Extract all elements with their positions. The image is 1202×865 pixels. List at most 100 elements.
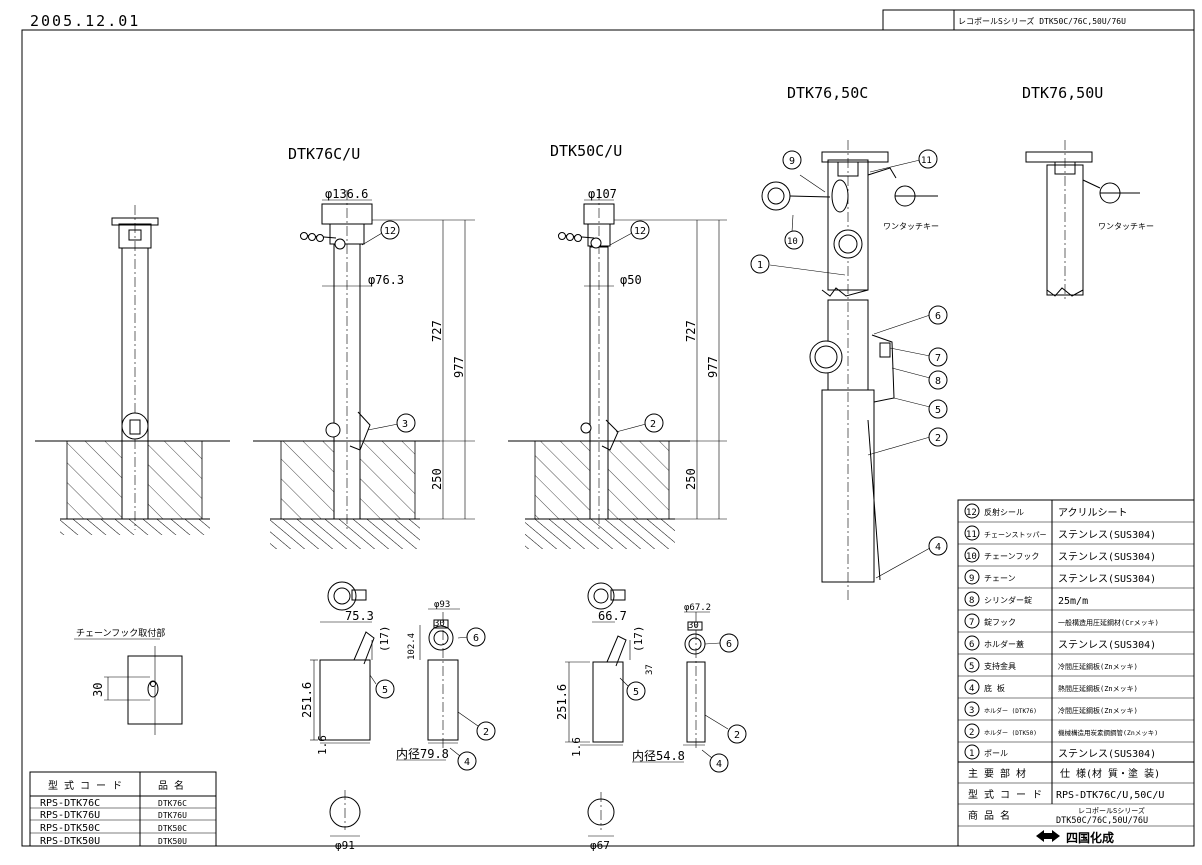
callout-2-b: 2 <box>650 419 656 430</box>
part-name: ポール <box>984 749 1008 758</box>
chain-hook-label: チェーンフック取付部 <box>76 627 165 639</box>
part-spec: 冷間圧延鋼板(Znメッキ) <box>1058 662 1138 671</box>
callout-2-b2: 2 <box>734 730 740 741</box>
dim-1-6-b: 1.6 <box>570 737 583 757</box>
part-name: チェーンストッパー <box>984 531 1047 539</box>
part-no: 7 <box>969 618 974 628</box>
dim-727-a: 727 <box>430 320 444 342</box>
model-code-table: 型 式 コ ー ド 品 名 RPS-DTK76C DTK76C RPS-DTK7… <box>29 771 217 847</box>
dim-977-a: 977 <box>452 356 466 378</box>
part-no: 6 <box>969 640 974 650</box>
part-no: 5 <box>969 662 974 672</box>
callout-7: 7 <box>935 353 941 364</box>
dim-727-b: 727 <box>684 320 698 342</box>
model-row-name: DTK76C <box>158 799 187 808</box>
callout-8: 8 <box>935 376 941 387</box>
view-stored-bollard <box>35 205 230 535</box>
part-no: 1 <box>969 749 974 759</box>
drawing-date: 2005.12.01 <box>30 12 140 30</box>
part-spec: アクリルシート <box>1058 507 1128 519</box>
part-name: 底 板 <box>984 683 1005 693</box>
view-dtk7650c-detail: ワンタッチキー 9 10 11 1 6 7 8 5 2 4 <box>750 140 948 600</box>
part-name: シリンダー錠 <box>984 595 1032 605</box>
dim-66-7: 66.7 <box>598 609 627 623</box>
dim-phi-50: φ50 <box>620 273 642 287</box>
dim-30-a: 30 <box>434 619 445 629</box>
part-no: 3 <box>969 706 974 716</box>
part-spec: ステンレス(SUS304) <box>1058 530 1156 541</box>
dim-102-4: 102.4 <box>407 633 417 660</box>
product-name-line2: DTK50C/76C,50U/76U <box>1056 816 1148 826</box>
part-spec: 冷間圧延鋼板(Znメッキ) <box>1058 706 1138 715</box>
part-spec: 一般構造用圧延鋼材(Crメッキ) <box>1058 618 1159 627</box>
callout-4-b: 4 <box>716 759 722 770</box>
callout-5-b: 5 <box>633 687 639 698</box>
part-no: 9 <box>969 574 974 584</box>
dim-250-b: 250 <box>684 468 698 490</box>
company-logo-icon <box>1036 830 1060 842</box>
holder-detail-dtk76: 75.3 (17) 5 251.6 1.6 φ93 30 102.4 6 2 内… <box>300 581 496 852</box>
spec-label: 仕 様(材 質・塗 装) <box>1060 767 1160 780</box>
model-row-name: DTK76U <box>158 811 187 820</box>
view-title-dtk7650u: DTK76,50U <box>1022 84 1103 102</box>
callout-4: 4 <box>935 542 941 553</box>
dim-phi-67: φ67 <box>590 839 610 852</box>
company-name: 四国化成 <box>1066 830 1114 845</box>
callout-5-a: 5 <box>382 685 388 696</box>
part-no: 8 <box>969 596 974 606</box>
part-name: 錠フック <box>984 617 1016 627</box>
dim-977-b: 977 <box>706 356 720 378</box>
dim-75-3: 75.3 <box>345 609 374 623</box>
dim-37: 37 <box>645 664 655 675</box>
model-row-code: RPS-DTK76U <box>40 810 100 821</box>
part-name: ホルダー (DTK50) <box>984 729 1037 737</box>
model-header-name: 品 名 <box>158 779 184 792</box>
callout-10: 10 <box>787 237 798 247</box>
dim-phi-91: φ91 <box>335 839 355 852</box>
dim-inner-54-8: 内径54.8 <box>632 749 685 763</box>
product-name-line1: レコポールSシリーズ <box>1078 806 1145 815</box>
view-dtk76cu: φ136.6 φ76.3 727 977 250 12 3 <box>253 187 475 549</box>
model-row-code: RPS-DTK76C <box>40 798 100 809</box>
dim-17-a: (17) <box>378 626 391 653</box>
part-name: チェーンフック <box>984 552 1039 561</box>
part-name: ホルダー (DTK76) <box>984 707 1037 715</box>
dim-251-6-b: 251.6 <box>555 684 569 720</box>
part-no: 11 <box>966 530 977 540</box>
callout-6: 6 <box>935 311 941 322</box>
view-dtk50cu: φ107 φ50 727 977 250 12 2 <box>508 187 727 549</box>
dim-phi-93: φ93 <box>434 600 450 610</box>
callout-4-a: 4 <box>464 757 470 768</box>
part-spec: 熱間圧延鋼板(Znメッキ) <box>1058 684 1138 693</box>
model-row-name: DTK50U <box>158 837 187 846</box>
callout-3: 3 <box>402 419 408 430</box>
part-no: 4 <box>969 684 974 694</box>
chain-hook-section: チェーンフック取付部 30 <box>74 627 183 735</box>
title-block: レコポールSシリーズ DTK50C/76C,50U/76U <box>958 16 1126 26</box>
model-row-code: RPS-DTK50U <box>40 836 100 847</box>
part-no: 2 <box>969 728 974 738</box>
callout-2-a: 2 <box>483 727 489 738</box>
model-row-name: DTK50C <box>158 824 187 833</box>
callout-2: 2 <box>935 433 941 444</box>
callout-11: 11 <box>921 156 932 166</box>
parts-table: 12 反射シール アクリルシート 11 チェーンストッパー ステンレス(SUS3… <box>957 499 1195 847</box>
callout-12-a: 12 <box>384 226 396 237</box>
part-name: ホルダー蓋 <box>984 639 1024 649</box>
dim-1-6-a: 1.6 <box>316 735 329 755</box>
main-parts-label: 主 要 部 材 <box>968 767 1026 780</box>
part-no: 12 <box>966 508 977 518</box>
part-name: チェーン <box>984 574 1016 583</box>
model-code-label: 型 式 コ ー ド <box>968 788 1042 801</box>
dim-inner-79-8: 内径79.8 <box>396 747 449 761</box>
part-spec: 25m/m <box>1058 596 1088 607</box>
part-spec: ステンレス(SUS304) <box>1058 640 1156 651</box>
dim-phi-76-3: φ76.3 <box>368 273 404 287</box>
part-spec: ステンレス(SUS304) <box>1058 749 1156 760</box>
part-no: 10 <box>966 552 977 562</box>
one-touch-key-label-2: ワンタッチキー <box>1098 222 1154 231</box>
dim-250-a: 250 <box>430 468 444 490</box>
dim-phi-136-6: φ136.6 <box>325 187 368 201</box>
dim-phi-67-2: φ67.2 <box>684 603 711 613</box>
